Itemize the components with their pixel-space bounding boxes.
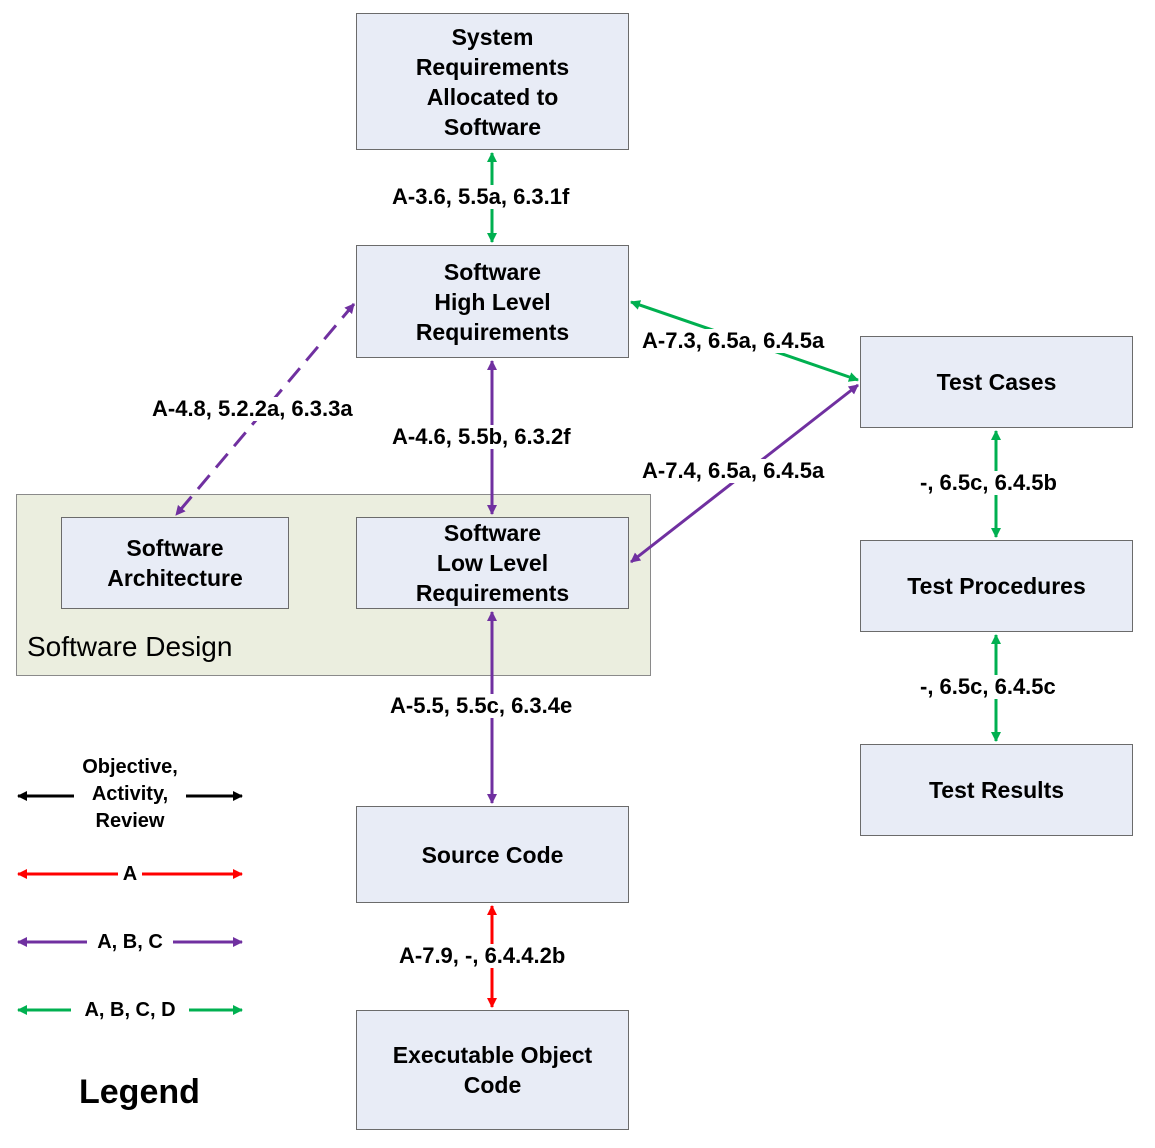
low-level-requirements-text: Software Low Level Requirements xyxy=(415,520,570,606)
label-hlr-arch: A-4.8, 5.2.2a, 6.3.3a xyxy=(150,396,355,421)
source-code-text: Source Code xyxy=(421,841,564,868)
test-results-text: Test Results xyxy=(928,777,1065,803)
test-procedures-box: Test Procedures xyxy=(860,540,1133,632)
test-cases-box: Test Cases xyxy=(860,336,1133,428)
system-requirements-box: System Requirements Allocated to Softwar… xyxy=(356,13,629,150)
low-level-requirements-box: Software Low Level Requirements xyxy=(356,517,629,609)
arrow-hlr-arch xyxy=(174,303,356,516)
source-code-box: Source Code xyxy=(356,806,629,903)
label-tc-tp: -, 6.5c, 6.4.5b xyxy=(918,470,1059,495)
label-llr-tc: A-7.4, 6.5a, 6.4.5a xyxy=(640,458,827,483)
legend-label-purple: A, B, C xyxy=(87,929,173,956)
software-architecture-text: Software Architecture xyxy=(107,535,243,591)
label-sys-hlr: A-3.6, 5.5a, 6.3.1f xyxy=(390,184,572,209)
test-cases-text: Test Cases xyxy=(936,369,1057,395)
high-level-requirements-box: Software High Level Requirements xyxy=(356,245,629,358)
label-hlr-tc: A-7.3, 6.5a, 6.4.5a xyxy=(640,328,827,353)
high-level-requirements-text: Software High Level Requirements xyxy=(415,258,570,345)
label-tp-tr: -, 6.5c, 6.4.5c xyxy=(918,674,1058,699)
label-llr-src: A-5.5, 5.5c, 6.3.4e xyxy=(388,693,575,718)
label-hlr-llr: A-4.6, 5.5b, 6.3.2f xyxy=(390,424,573,449)
label-src-eoc: A-7.9, -, 6.4.4.2b xyxy=(397,943,568,968)
test-results-box: Test Results xyxy=(860,744,1133,836)
software-design-label: Software Design xyxy=(27,631,233,662)
software-architecture-box: Software Architecture xyxy=(61,517,289,609)
legend-title: Legend xyxy=(79,1073,200,1111)
executable-object-code-text: Executable Object Code xyxy=(392,1042,593,1098)
system-requirements-text: System Requirements Allocated to Softwar… xyxy=(415,23,570,140)
executable-object-code-box: Executable Object Code xyxy=(356,1010,629,1130)
legend-label-red: A xyxy=(118,861,142,888)
legend-label-green: A, B, C, D xyxy=(71,997,189,1024)
legend-label-black: Objective, Activity, Review xyxy=(74,754,186,835)
test-procedures-text: Test Procedures xyxy=(907,573,1086,599)
